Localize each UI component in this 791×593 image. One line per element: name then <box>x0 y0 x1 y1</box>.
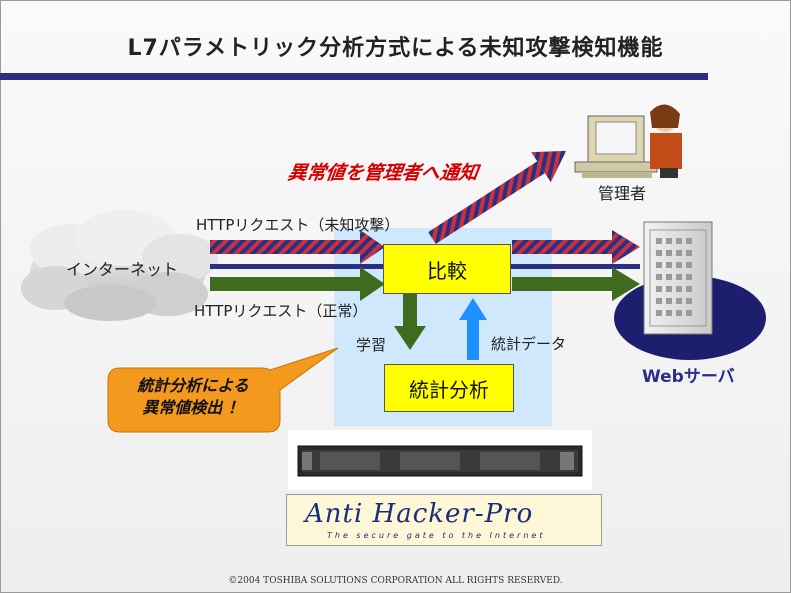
product-logo: Anti Hacker-Pro The secure gate to the I… <box>286 494 602 546</box>
web-server-label: Webサーバ <box>642 367 735 387</box>
administrator-illustration <box>574 104 682 178</box>
callout-bubble <box>107 347 339 433</box>
web-server-illustration <box>643 221 713 335</box>
callout-text: 統計分析による 異常値検出 ！ <box>110 375 276 419</box>
title-underline-bar <box>0 73 708 80</box>
stats-data-arrow <box>459 298 487 360</box>
stats-analysis-box: 統計分析 <box>384 364 514 412</box>
internet-cloud <box>21 210 218 321</box>
normal-request-arrow <box>210 267 385 301</box>
connection-line-left <box>210 264 385 269</box>
compare-box: 比較 <box>383 244 511 294</box>
callout-line-2: 異常値検出 ！ <box>142 398 244 417</box>
appliance-hardware <box>288 430 592 490</box>
attack-request-label: HTTPリクエスト（未知攻撃） <box>196 216 400 234</box>
product-logo-name: Anti Hacker-Pro <box>305 499 534 529</box>
normal-request-label: HTTPリクエスト（正常） <box>194 302 368 320</box>
administrator-label: 管理者 <box>598 184 647 203</box>
connection-line-right <box>510 264 640 269</box>
stats-analysis-box-label: 統計分析 <box>409 377 489 402</box>
stats-data-label: 統計データ <box>491 335 567 353</box>
copyright-notice: ©2004 TOSHIBA SOLUTIONS CORPORATION ALL … <box>228 576 563 586</box>
callout-line-1: 統計分析による <box>137 376 249 395</box>
attack-request-arrow <box>210 230 385 264</box>
normal-forward-arrow <box>512 267 640 301</box>
learn-label: 学習 <box>356 336 387 354</box>
notify-admin-label: 異常値を管理者へ通知 <box>286 162 480 184</box>
compare-box-label: 比較 <box>427 258 467 283</box>
attack-forward-arrow <box>512 230 640 264</box>
internet-cloud-label: インターネット <box>66 260 179 279</box>
product-logo-tagline: The secure gate to the Internet <box>327 531 546 540</box>
slide-title: L7パラメトリック分析方式による未知攻撃検知機能 <box>127 36 664 61</box>
notify-admin-arrow <box>428 150 567 244</box>
learn-arrow <box>394 292 426 350</box>
